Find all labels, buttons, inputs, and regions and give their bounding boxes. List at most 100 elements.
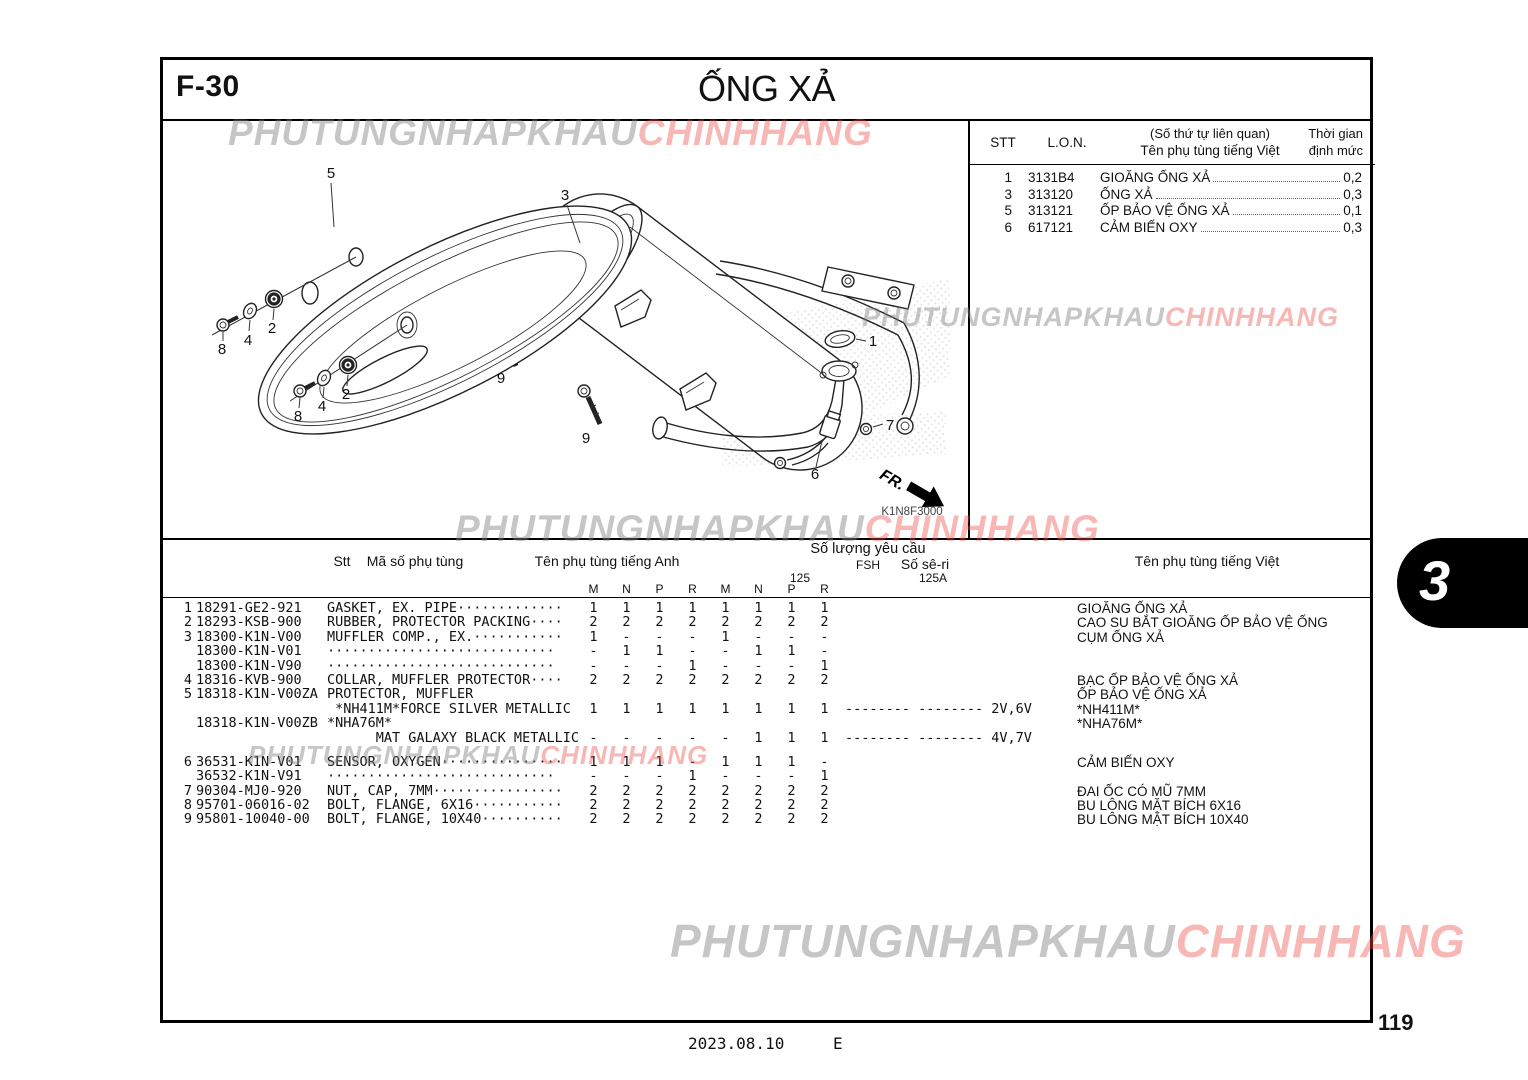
qty-cell: 1 — [820, 768, 829, 785]
qty-cell: - — [721, 768, 730, 785]
page-code: F-30 — [176, 70, 240, 103]
qty-cell: 2 — [754, 614, 763, 631]
ref-row-stt: 6 — [1004, 219, 1012, 235]
col-code: Mã số phụ tùng — [366, 553, 464, 569]
qty-cell: 1 — [622, 600, 631, 616]
ref-row-name: ỐNG XẢ — [1100, 186, 1153, 202]
qty-col-letter: R — [820, 582, 829, 596]
qty-cell: - — [655, 657, 664, 674]
ref-row-name: ỐP BẢO VỆ ỐNG XẢ — [1100, 203, 1230, 218]
qty-cell: 1 — [655, 600, 664, 616]
qty-cell: 1 — [589, 753, 598, 770]
qty-cell: - — [589, 768, 598, 785]
row-name-vn: CỤM ỐNG XẢ — [1077, 629, 1165, 645]
row-name-en: SENSOR, OXYGEN··············· — [327, 753, 563, 770]
qty-cell: 1 — [787, 643, 796, 660]
footer-revision: E — [833, 1034, 843, 1053]
qty-cell: - — [820, 753, 829, 770]
qty-cell: 2 — [655, 811, 664, 828]
parts-table-row: 18318-K1N-V00ZB*NHA76M**NHA76M* — [160, 715, 1373, 732]
diagram-code: K1N8F3000 — [881, 506, 942, 518]
callout-8: 8 — [294, 408, 302, 425]
callout-1: 1 — [869, 333, 877, 350]
qty-cell: 2 — [787, 811, 796, 828]
ref-row-lon: 3131B4 — [1028, 170, 1075, 185]
row-part-code: 18300-K1N-V90 — [196, 657, 302, 674]
qty-cell: 2 — [721, 811, 730, 828]
qty-col-letter: P — [787, 582, 796, 596]
row-name-vn: *NHA76M* — [1077, 716, 1143, 732]
ref-row-lon: 617121 — [1028, 219, 1074, 235]
qty-cell: 2 — [688, 782, 697, 799]
qty-cell: 1 — [688, 657, 697, 674]
qty-cell: 2 — [688, 671, 697, 688]
diagram-table-divider — [968, 121, 970, 540]
qty-cell: 1 — [688, 600, 697, 616]
row-stt: 1 — [183, 600, 192, 616]
ref-header-stt: STT — [990, 135, 1016, 150]
row-name-en: RUBBER, PROTECTOR PACKING···· — [327, 614, 563, 631]
row-name-en: COLLAR, MUFFLER PROTECTOR···· — [327, 671, 563, 688]
dotted-leader — [1213, 181, 1341, 182]
ref-row-time: 0,3 — [1343, 219, 1362, 235]
qty-cell: 2 — [589, 671, 598, 688]
qty-cell: 1 — [622, 643, 631, 660]
qty-cell: - — [787, 768, 796, 785]
qty-cell: - — [589, 643, 598, 660]
parts-diagram: 5 3 1 6 7 9 9 8 4 2 8 4 2 FR. K1N8F3000 — [211, 165, 950, 518]
qty-cell: - — [655, 628, 664, 645]
qty-cell: 2 — [688, 614, 697, 631]
callout-2: 2 — [342, 386, 350, 403]
row-name-vn: CAO SU BẮT GIOĂNG ỐP BẢO VỆ ỐNG — [1077, 615, 1328, 631]
qty-cell: 2 — [721, 671, 730, 688]
row-name-vn: GIOĂNG ỐNG XẢ — [1077, 601, 1188, 616]
qty-cell: 1 — [754, 643, 763, 660]
qty-col-letter: M — [588, 582, 599, 596]
ref-row-stt: 1 — [1004, 170, 1012, 185]
col-group-125: 125 — [789, 571, 811, 585]
qty-col-letter: N — [622, 582, 631, 596]
reference-table: STT L.O.N. (Số thứ tự liên quan) Tên phụ… — [968, 121, 1375, 540]
qty-cell: - — [688, 753, 697, 770]
parts-table-row: 18300-K1N-V01···························… — [160, 643, 1373, 660]
callout-9: 9 — [582, 430, 590, 447]
callout-3: 3 — [561, 187, 569, 204]
fr-label: FR. — [877, 466, 908, 494]
row-part-code: 18293-KSB-900 — [196, 614, 302, 631]
qty-cell: 1 — [787, 700, 796, 717]
fastener-set-lower — [289, 324, 408, 409]
header-divider — [160, 119, 1373, 121]
row-part-code: 18318-K1N-V00ZB — [196, 715, 318, 732]
row-part-code: 18300-K1N-V00 — [196, 628, 302, 645]
qty-cell: - — [655, 729, 664, 746]
qty-cell: 1 — [688, 768, 697, 785]
qty-cell: 2 — [622, 811, 631, 828]
qty-cell: 1 — [589, 700, 598, 717]
parts-table-top-rule — [160, 538, 1373, 540]
col-en: Tên phụ tùng tiếng Anh — [534, 553, 680, 569]
ref-row-time: 0,2 — [1343, 170, 1362, 185]
row-part-code: 18316-KVB-900 — [196, 671, 302, 688]
row-name-en: BOLT, FLANGE, 10X40·········· — [327, 811, 563, 828]
ref-row-time: 0,3 — [1343, 186, 1362, 202]
fastener-set-upper — [211, 256, 357, 341]
qty-cell: - — [688, 729, 697, 746]
ref-header-name1: (Số thứ tự liên quan) — [1149, 126, 1271, 141]
qty-cell: 2 — [589, 797, 598, 814]
row-name-en: BOLT, FLANGE, 6X16··········· — [327, 797, 563, 814]
row-name-en: ···························· — [327, 657, 555, 674]
qty-cell: 2 — [820, 797, 829, 814]
col-qty: Số lượng yêu cầu — [810, 541, 926, 557]
row-name-vn: BU LÔNG MẶT BÍCH 10X40 — [1077, 812, 1249, 828]
qty-cell: 1 — [655, 753, 664, 770]
ref-row-lon: 313120 — [1028, 186, 1074, 202]
qty-cell: 2 — [655, 614, 664, 631]
row-name-en: MAT GALAXY BLACK METALLIC — [327, 729, 579, 746]
ref-header-rule — [968, 164, 1375, 165]
qty-cell: 1 — [820, 700, 829, 717]
